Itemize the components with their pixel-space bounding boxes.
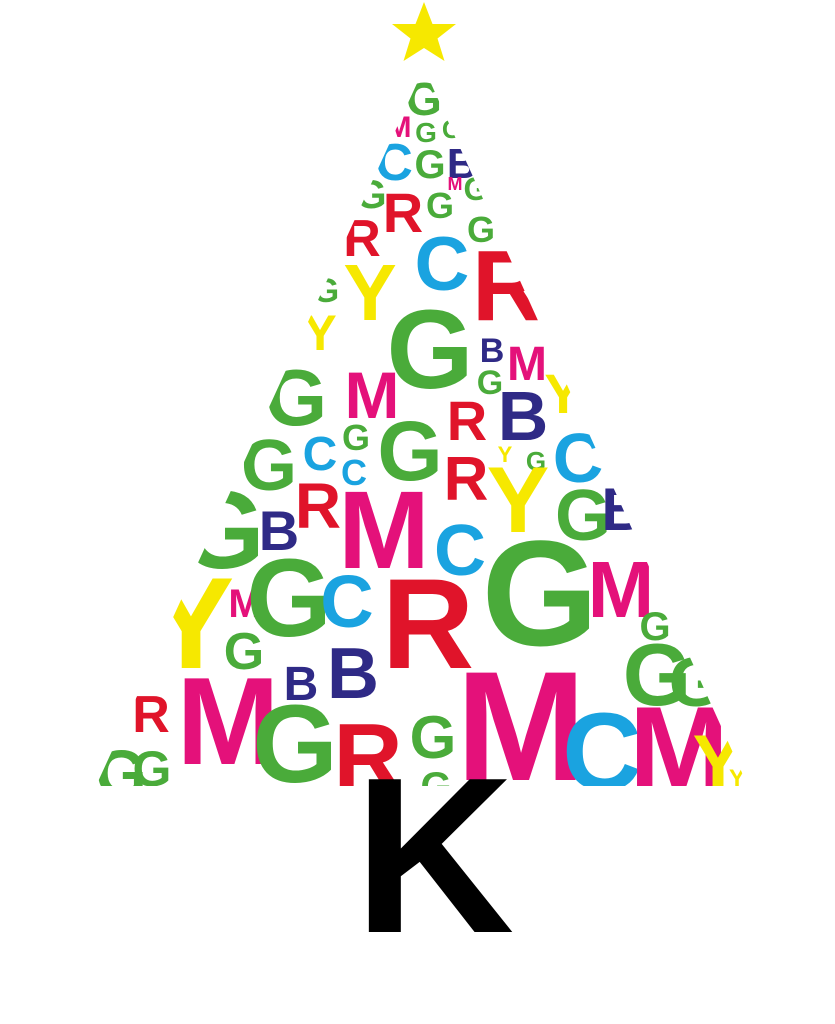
tree-letter-g: G: [526, 446, 546, 476]
tree-letter-r: R: [444, 445, 489, 514]
tree-letter-g: G: [386, 287, 473, 412]
tree-letter-c: C: [303, 428, 338, 481]
tree-letter-g: G: [426, 185, 454, 226]
tree-letter-g: G: [133, 741, 172, 797]
tree-letter-r: R: [295, 470, 341, 542]
tree-letter-m: M: [176, 653, 279, 791]
tree-letter-m: M: [448, 174, 463, 194]
tree-letter-m: M: [507, 338, 547, 391]
tree-letter-g: G: [420, 765, 451, 809]
tree-letter-m: M: [228, 582, 261, 626]
tree-letter-g: G: [555, 476, 611, 556]
tree-letter-m: M: [456, 640, 586, 814]
tree-letter-g: G: [415, 117, 437, 148]
tree-letter-y: Y: [343, 248, 396, 337]
tree-letter-g: G: [377, 404, 442, 498]
tree-letter-g: G: [482, 509, 599, 677]
tree-letter-y: Y: [729, 765, 745, 792]
tree-letter-b: B: [259, 499, 299, 562]
tree-letter-g: G: [224, 623, 264, 681]
tree-letter-b: B: [498, 377, 549, 455]
tree-letter-r: R: [472, 230, 544, 342]
tree-letter-g: G: [246, 537, 332, 660]
star-icon: [392, 2, 456, 61]
tree-letter-g: G: [464, 171, 489, 207]
trunk-letter-k: K: [354, 732, 515, 980]
tree-letter-g: G: [252, 683, 338, 806]
tree-letter-g: G: [467, 209, 495, 250]
tree-letter-r: R: [333, 704, 402, 811]
tree-letter-r: R: [132, 686, 170, 744]
tree-letter-y: Y: [544, 362, 581, 425]
tree-letter-c: C: [320, 560, 373, 643]
tree-letter-g: G: [477, 364, 503, 402]
tree-letter-b: B: [601, 476, 644, 543]
tree-letter-y: Y: [498, 442, 513, 467]
tree-letter-r: R: [447, 389, 487, 452]
tree-letter-m: M: [588, 545, 655, 634]
tree-letter-g: G: [639, 605, 670, 649]
tree-letter-b: B: [480, 332, 505, 370]
tree-letter-c: C: [341, 452, 367, 493]
tree-letter-r: R: [383, 181, 423, 244]
tree-letter-m: M: [345, 358, 400, 432]
tree-letter-c: C: [434, 511, 486, 591]
tree-letter-y: Y: [487, 447, 550, 552]
tree-letter-r: R: [382, 553, 474, 696]
tree-letter-y: Y: [693, 720, 744, 805]
tree-letter-b: B: [284, 658, 319, 711]
tree-letter-g: G: [410, 704, 457, 771]
tree-letter-g: G: [342, 417, 370, 458]
tree-letter-c: C: [415, 222, 470, 307]
tree-letter-g: G: [623, 625, 691, 724]
tree-letter-c: C: [562, 691, 641, 814]
tree-letter-b: B: [327, 634, 379, 714]
tree-letter-m: M: [338, 469, 430, 592]
tree-letter-g: G: [414, 143, 445, 187]
